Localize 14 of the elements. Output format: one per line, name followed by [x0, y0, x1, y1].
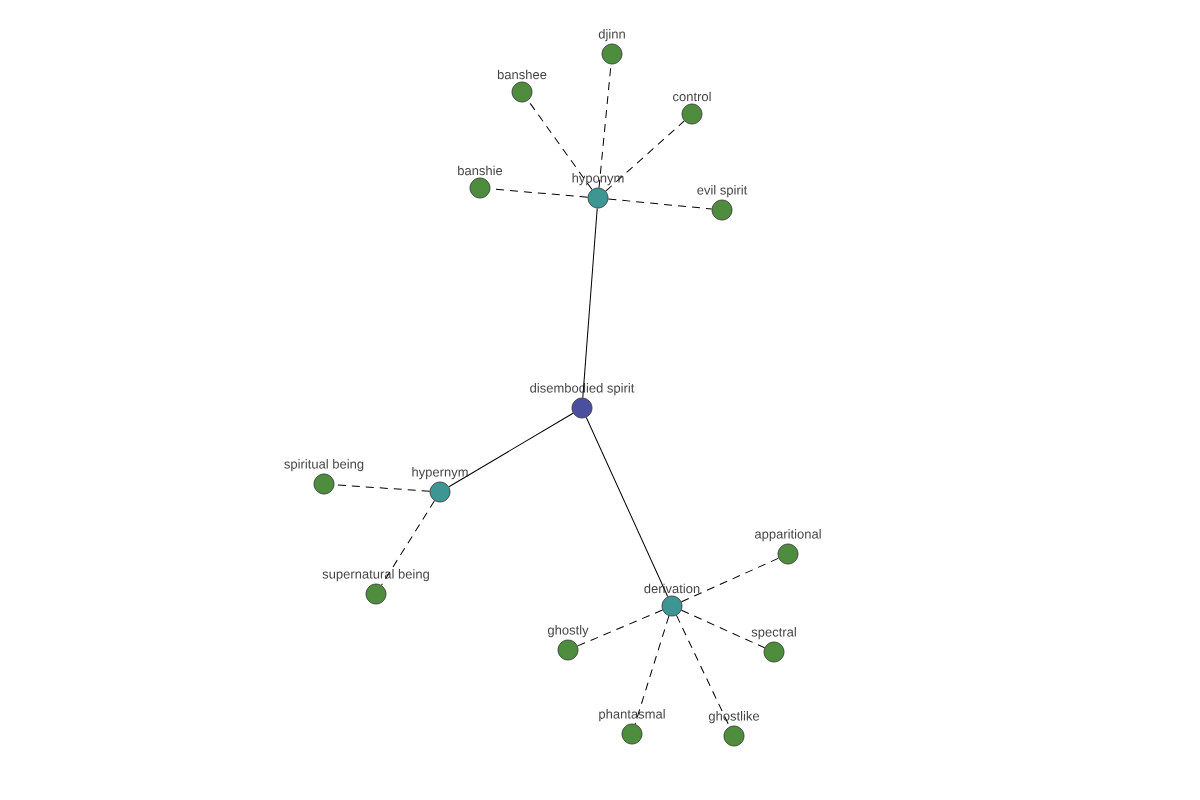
dashed-connector	[681, 609, 765, 649]
dashed-connector	[676, 614, 731, 728]
dashed-connector	[527, 99, 593, 191]
connector	[582, 207, 598, 399]
dashed-connector	[598, 63, 612, 189]
dashed-connector	[607, 198, 713, 210]
dashed-connector	[577, 609, 663, 647]
dashed-connector	[605, 120, 685, 192]
connector	[585, 417, 669, 598]
dashed-connector	[333, 484, 431, 492]
dashed-connector	[381, 500, 435, 586]
connector	[448, 412, 574, 488]
dashed-connector	[681, 557, 779, 603]
dashed-connector	[634, 615, 670, 725]
